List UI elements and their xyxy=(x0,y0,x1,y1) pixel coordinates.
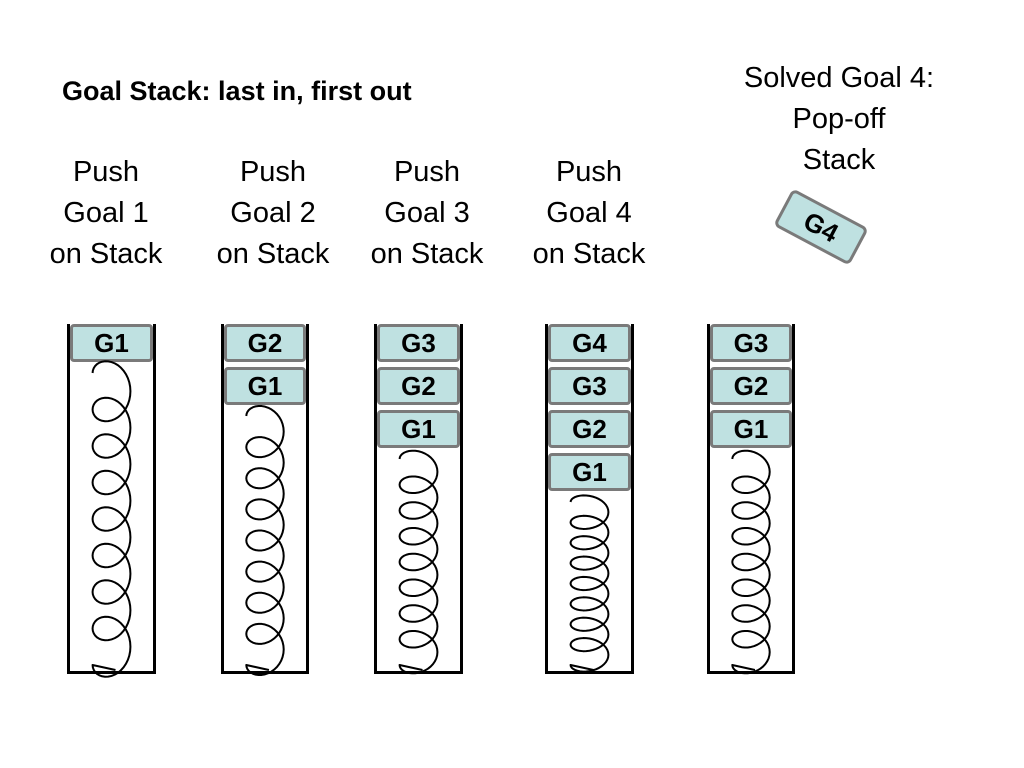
caption-line: Push xyxy=(72,156,140,188)
caption-line: Goal 4 xyxy=(546,197,632,229)
goal-block: G1 xyxy=(710,410,792,448)
caption-line: Stack xyxy=(802,144,876,176)
goal-block: G2 xyxy=(548,410,631,448)
goal-block: G3 xyxy=(548,367,631,405)
goal-block: G2 xyxy=(710,367,792,405)
goal-block: G2 xyxy=(224,324,306,362)
caption-line: on Stack xyxy=(216,238,330,270)
caption-line: on Stack xyxy=(49,238,163,270)
spring-coil xyxy=(569,494,610,673)
spring-coil-path xyxy=(569,494,610,673)
caption-line: Solved Goal 4: xyxy=(743,62,935,94)
caption-line: Goal 3 xyxy=(384,197,470,229)
spring-coil xyxy=(398,449,439,675)
caption-line: Push xyxy=(239,156,307,188)
push-goal-3-caption: Push Goal 3 on Stack xyxy=(342,152,512,275)
diagram-title: Goal Stack: last in, first out xyxy=(62,76,412,106)
solved-goal-caption: Solved Goal 4: Pop-off Stack xyxy=(714,58,964,181)
push-goal-4-caption: Push Goal 4 on Stack xyxy=(504,152,674,275)
caption-line: on Stack xyxy=(532,238,646,270)
caption-line: Push xyxy=(393,156,461,188)
spring-coil xyxy=(245,404,285,677)
goal-block: G1 xyxy=(224,367,306,405)
spring-coil-path xyxy=(91,360,132,678)
spring-coil xyxy=(731,449,771,675)
caption-line: Pop-off xyxy=(792,103,886,135)
push-goal-1-caption: Push Goal 1 on Stack xyxy=(21,152,191,275)
goal-block: G1 xyxy=(377,410,460,448)
popped-goal-block: G4 xyxy=(773,188,869,266)
spring-coil-path xyxy=(398,449,439,675)
goal-block: G3 xyxy=(377,324,460,362)
goal-block: G4 xyxy=(548,324,631,362)
goal-block: G1 xyxy=(548,453,631,491)
caption-line: Goal 2 xyxy=(230,197,316,229)
goal-block: G1 xyxy=(70,324,153,362)
caption-line: Goal 1 xyxy=(63,197,149,229)
spring-coil xyxy=(91,360,132,678)
spring-coil-path xyxy=(731,449,771,675)
push-goal-2-caption: Push Goal 2 on Stack xyxy=(188,152,358,275)
goal-block: G2 xyxy=(377,367,460,405)
caption-line: Push xyxy=(555,156,623,188)
goal-stack-1: G1 xyxy=(67,324,156,678)
goal-block: G3 xyxy=(710,324,792,362)
caption-line: on Stack xyxy=(370,238,484,270)
spring-coil-path xyxy=(245,404,285,677)
